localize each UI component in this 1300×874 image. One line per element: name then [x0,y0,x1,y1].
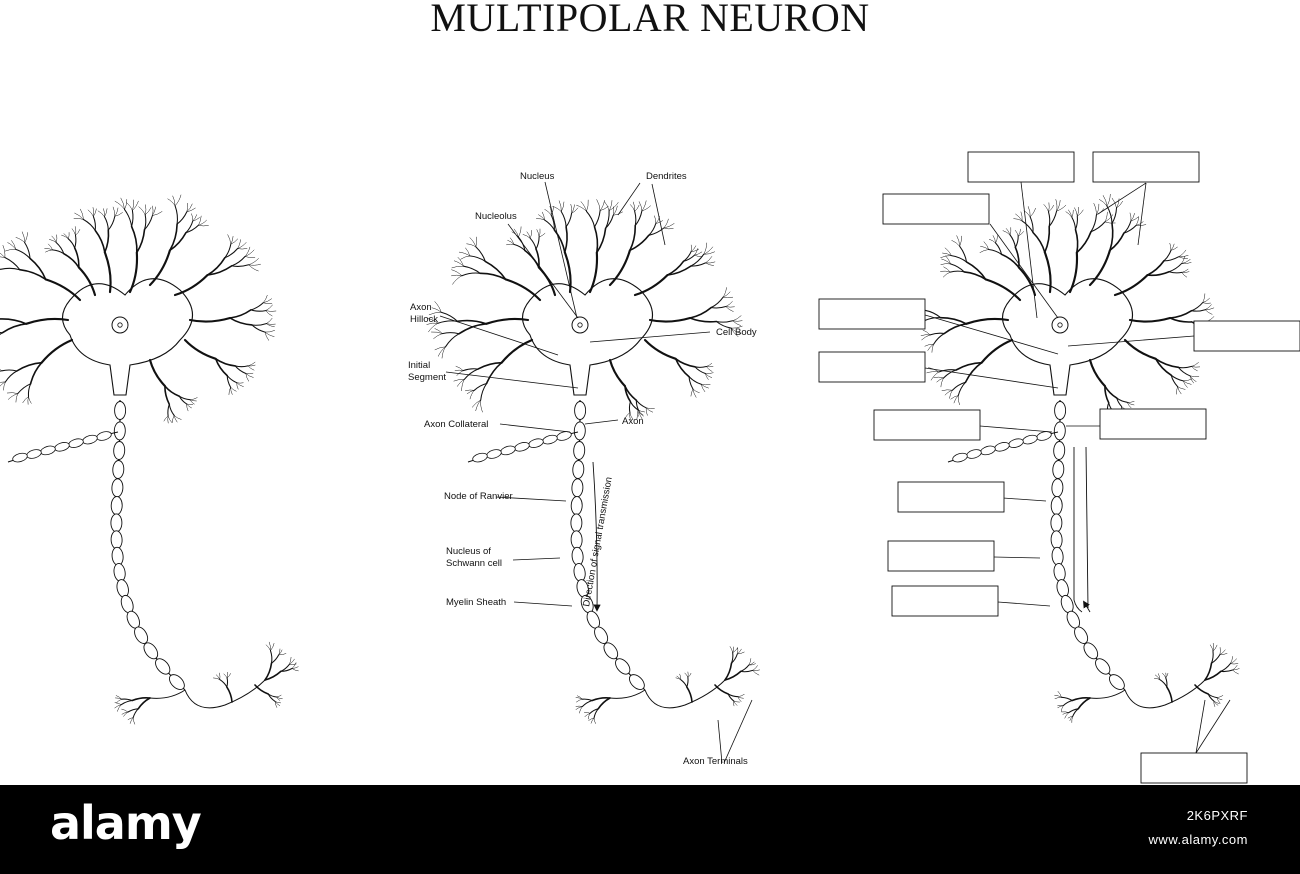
blank-box-axon-hillock [818,298,926,330]
axon-collateral-branch [7,431,119,463]
blank-box-axon-collateral [873,409,981,441]
label-schwann-line2: Schwann cell [446,558,502,569]
blank-box-node-of-ranvier [897,481,1005,513]
axon-terminal-tree [1054,642,1240,723]
blank-box-cell-body [1193,320,1300,352]
source-url: www.alamy.com [1148,832,1248,847]
label-cell-body: Cell Body [716,327,757,338]
neuron-diagram: Nucleus Dendrites Nucleolus Axon Hillock… [0,151,1300,784]
label-direction-of-signal: Direction of signal transmission [581,476,615,607]
axon-collateral-branch [467,431,579,463]
label-schwann-line1: Nucleus of [446,546,491,557]
label-axon-hillock-line2: Hillock [410,314,438,325]
cell-body-outline [1001,278,1134,396]
diagram-title: MULTIPOLAR NEURON [430,0,870,40]
cell-body-outline [61,278,194,396]
blank-box-myelin-sheath [891,585,999,617]
neuron-illustration [913,193,1240,723]
label-nucleolus: Nucleolus [475,211,517,222]
myelinated-axon [570,399,646,691]
neuron-illustration [0,194,299,725]
nucleolus-shape [117,322,123,328]
dendrite-tree [0,194,277,424]
label-dendrites: Dendrites [646,171,687,182]
axon-collateral-branch [947,431,1059,463]
myelinated-axon [1050,399,1126,691]
label-initial-segment-line1: Initial [408,360,430,371]
blank-box-nucleolus [882,193,990,225]
blank-box-axon-terminals [1140,752,1248,784]
neuron-illustration [426,199,760,724]
label-myelin-sheath: Myelin Sheath [446,597,506,608]
blank-box-dendrites [1092,151,1200,183]
label-nucleus: Nucleus [520,171,555,182]
label-axon-terminals: Axon Terminals [683,756,748,767]
cell-body-outline [521,278,654,396]
label-axon-collateral: Axon Collateral [424,419,488,430]
watermark-logo: alamy [50,796,202,850]
blank-box-initial-segment [818,351,926,383]
blank-box-nucleus [967,151,1075,183]
label-node-of-ranvier: Node of Ranvier [444,491,513,502]
nucleolus-shape [577,322,583,328]
direction-arrow [592,461,601,612]
label-axon: Axon [622,416,644,427]
nucleolus-shape [1057,322,1063,328]
myelinated-axon [110,399,186,691]
blank-box-axon [1099,408,1207,440]
axon-terminal-tree [575,646,760,724]
label-initial-segment-line2: Segment [408,372,446,383]
label-axon-hillock-line1: Axon [410,302,432,313]
blank-box-schwann-nucleus [887,540,995,572]
axon-terminal-tree [114,641,299,725]
image-code: 2K6PXRF [1186,808,1248,823]
footer-bar [0,785,1300,874]
dendrite-tree [426,199,743,421]
